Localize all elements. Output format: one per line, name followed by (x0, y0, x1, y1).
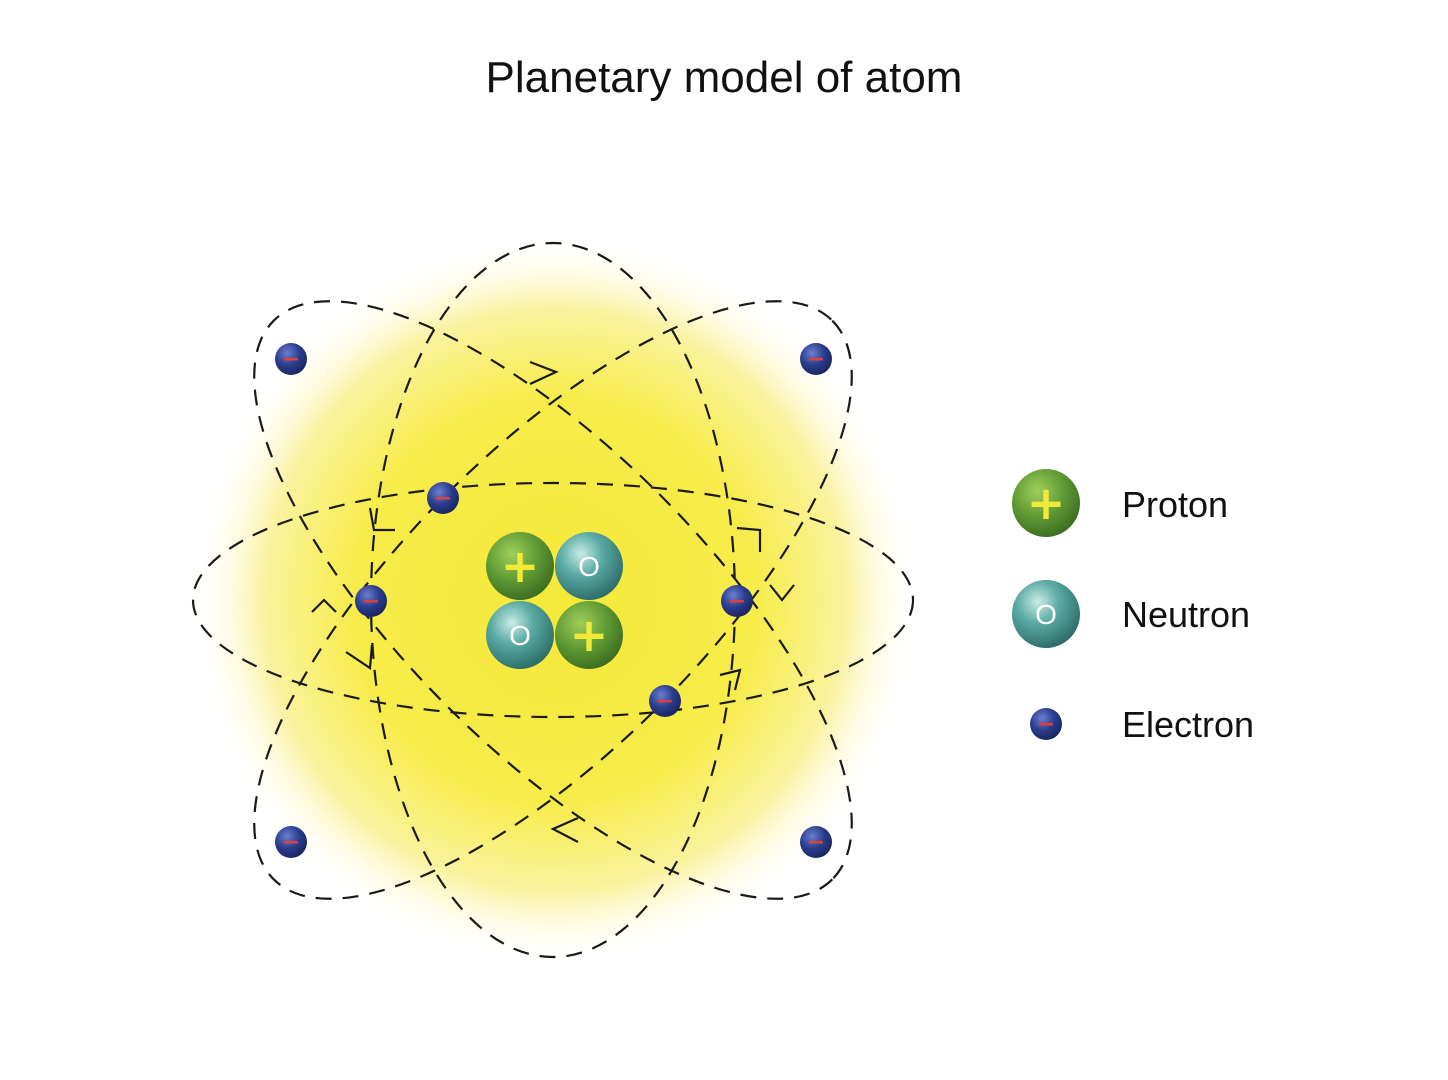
arrow-lower-right (719, 668, 742, 691)
arrow-top (529, 360, 559, 385)
legend-item-electron: − Electron (1030, 704, 1254, 745)
nucleus-proton-2: + (555, 601, 623, 669)
arrow-right (769, 584, 795, 602)
arrow-left (311, 598, 337, 613)
electron-inner-top: − (427, 482, 459, 514)
electron-sign: − (282, 830, 300, 855)
neutron-sign: O (509, 620, 531, 651)
orbit-arrows (311, 360, 795, 843)
electron-sign: − (362, 589, 380, 614)
legend-item-proton: + Proton (1012, 469, 1228, 537)
electron-icon (1030, 708, 1062, 740)
legend-proton-label: Proton (1122, 484, 1228, 525)
arrow-upper-left (368, 507, 395, 532)
nucleus-proton-1: + (486, 532, 554, 600)
orbit-horizontal (191, 481, 915, 719)
electron-sign: − (656, 689, 674, 714)
legend-item-neutron: O Neutron (1012, 580, 1250, 648)
legend: + Proton O Neutron − Electron (1012, 469, 1254, 745)
page-title: Planetary model of atom (486, 53, 963, 102)
legend-electron-sign: − (1037, 712, 1055, 737)
legend-neutron-label: Neutron (1122, 594, 1250, 635)
nucleus: + O O + (486, 532, 623, 669)
nucleus-neutron-1: O (555, 532, 623, 600)
electron-bottom-left: − (275, 826, 307, 858)
electron-sign: − (282, 347, 300, 372)
legend-proton-sign: + (1027, 476, 1066, 530)
electrons: − − − − − − − − (275, 343, 832, 858)
neutron-sign: O (578, 551, 600, 582)
legend-electron-label: Electron (1122, 704, 1254, 745)
electron-sign: − (807, 347, 825, 372)
electron-inner-right: − (721, 585, 753, 617)
arrow-lower-left (345, 644, 374, 670)
legend-neutron-sign: O (1035, 599, 1057, 630)
proton-sign: + (570, 608, 609, 662)
electron-cloud-glow (190, 235, 920, 965)
proton-icon (1012, 469, 1080, 537)
orbit-diagonal-b (253, 300, 853, 900)
electron-top-left: − (275, 343, 307, 375)
electron-inner-bottom: − (649, 685, 681, 717)
arrow-upper-right (736, 526, 762, 552)
electron-sign: − (807, 830, 825, 855)
electron-top-right: − (800, 343, 832, 375)
proton-sign: + (501, 539, 540, 593)
electron-bottom-right: − (800, 826, 832, 858)
orbit-diagonal-a (253, 300, 853, 900)
neutron-icon (1012, 580, 1080, 648)
electron-sign: − (728, 589, 746, 614)
electron-inner-left: − (355, 585, 387, 617)
nucleus-neutron-2: O (486, 601, 554, 669)
electron-sign: − (434, 486, 452, 511)
arrow-bottom (550, 816, 579, 843)
